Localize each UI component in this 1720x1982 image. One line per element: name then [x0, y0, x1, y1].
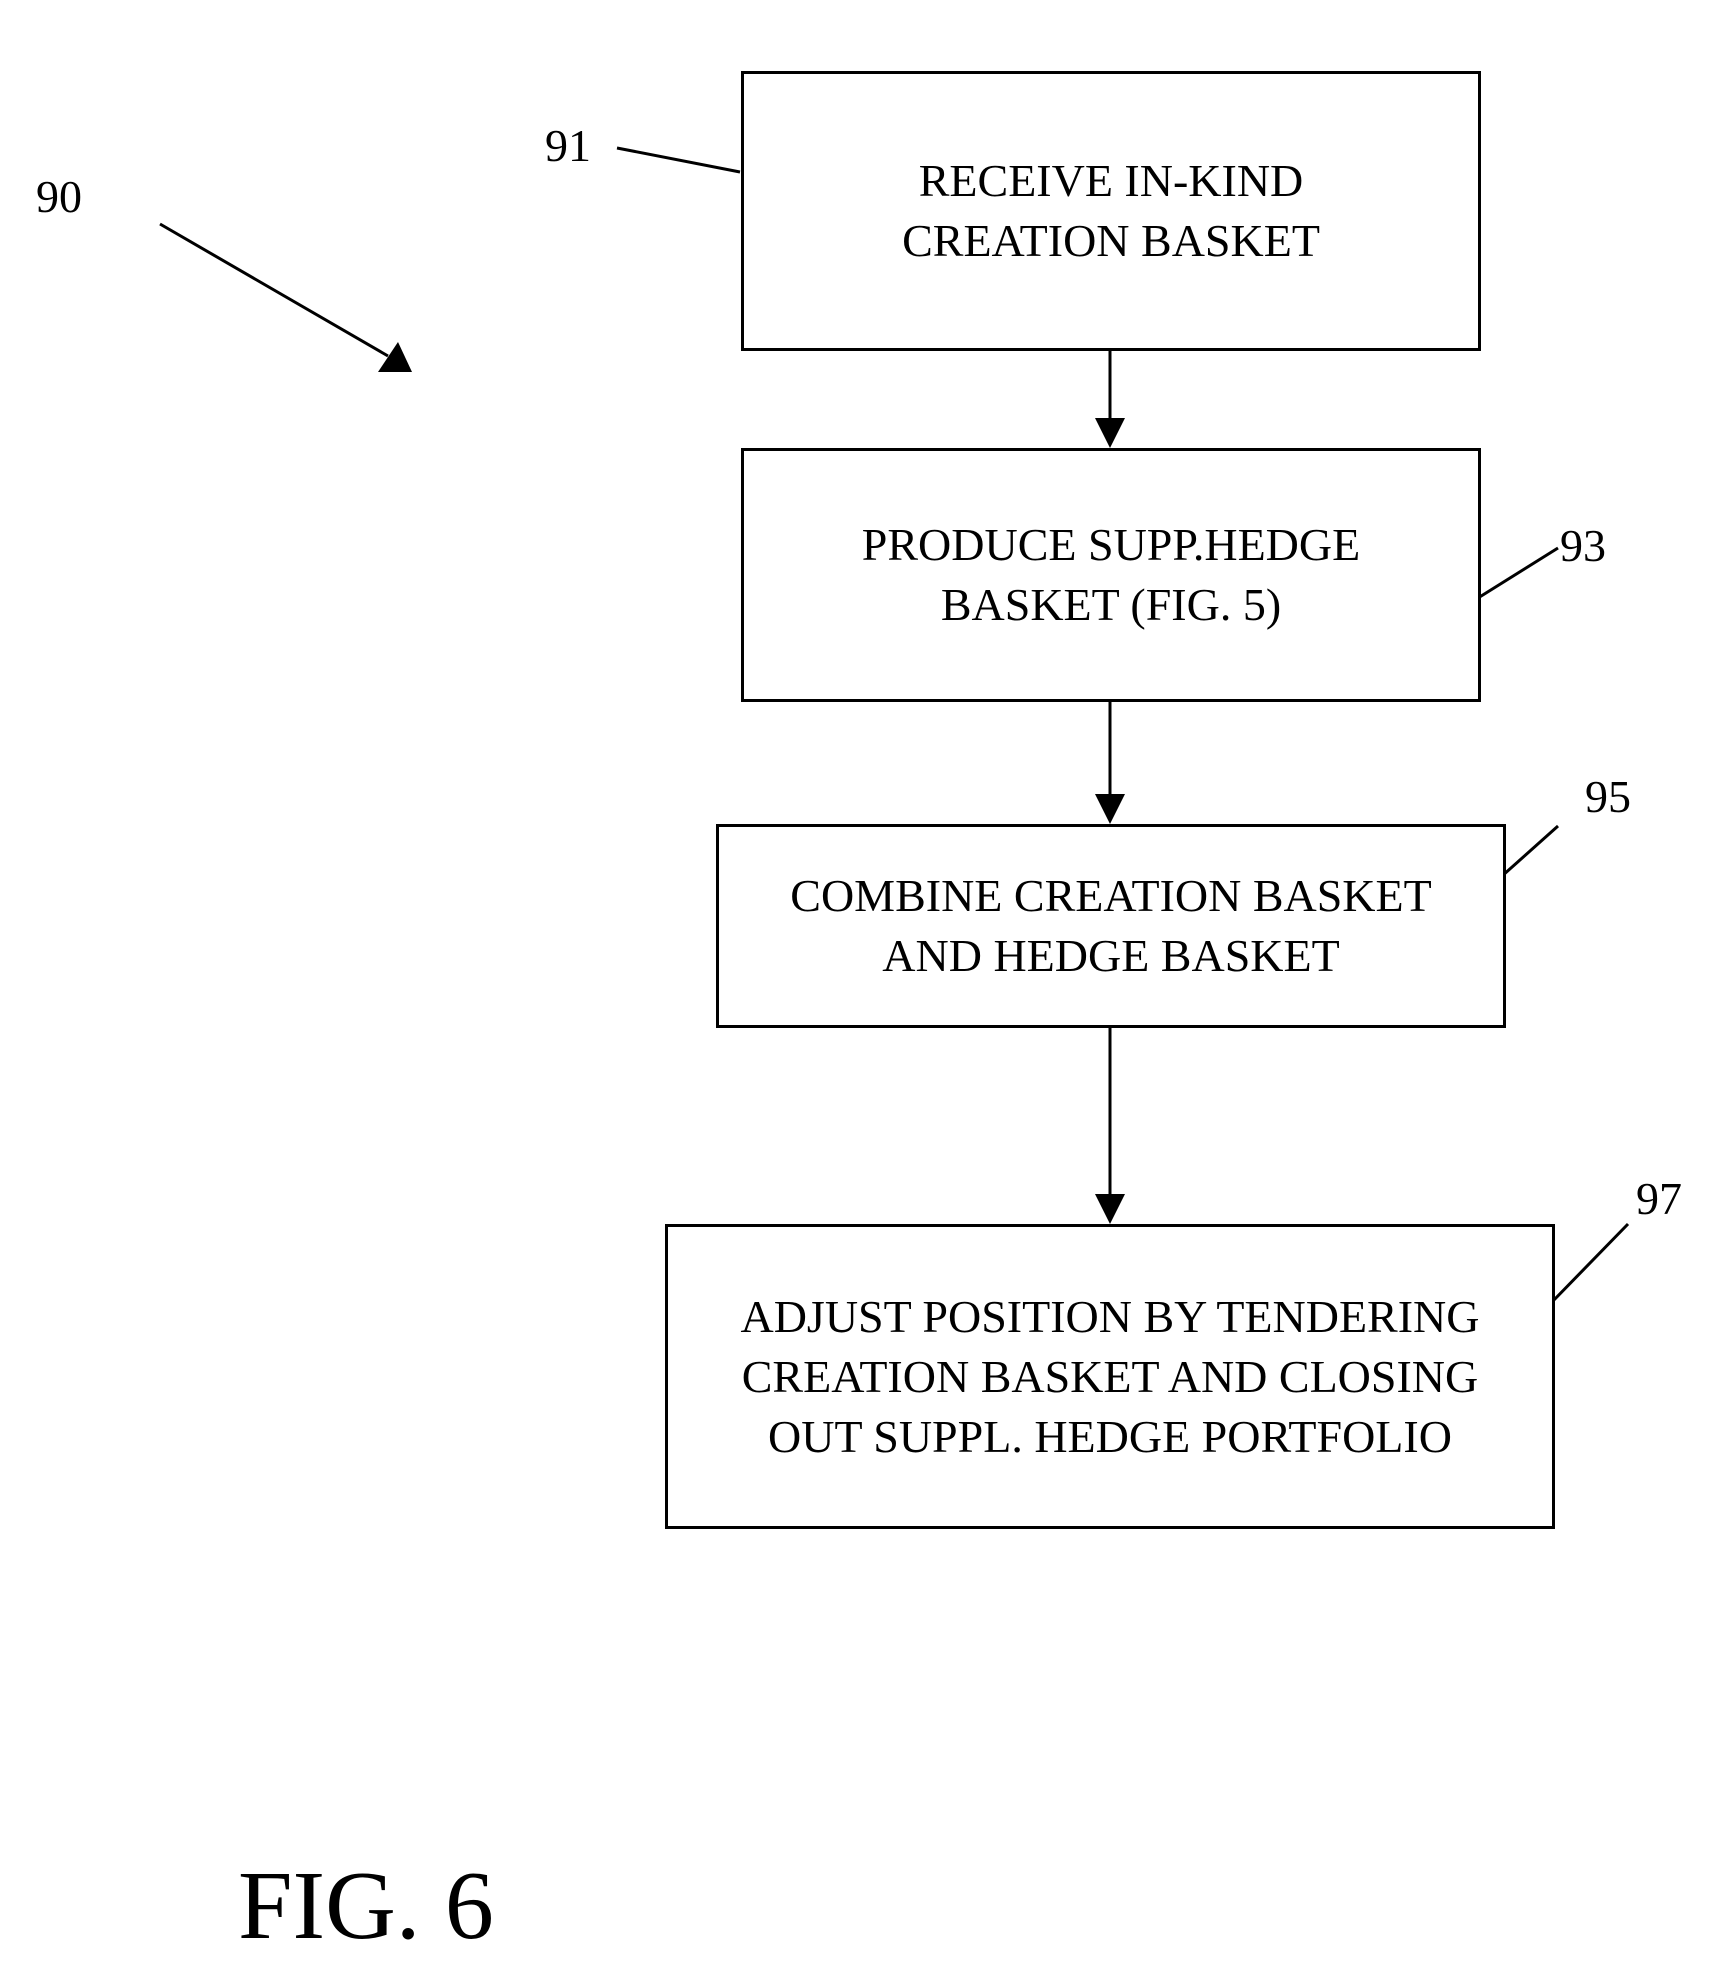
arrowhead-91-93 — [1095, 418, 1125, 448]
step-ref-label-97: 97 — [1636, 1174, 1682, 1224]
step-text-line: CREATION BASKET — [902, 211, 1320, 271]
step-text-line: AND HEDGE BASKET — [882, 926, 1339, 986]
step-box-91: RECEIVE IN-KIND CREATION BASKET — [741, 71, 1481, 351]
step-ref-label-91: 91 — [545, 121, 591, 171]
step-text-line: OUT SUPPL. HEDGE PORTFOLIO — [768, 1407, 1452, 1467]
step-text-line: CREATION BASKET AND CLOSING — [742, 1347, 1478, 1407]
step-box-97: ADJUST POSITION BY TENDERING CREATION BA… — [665, 1224, 1555, 1529]
leader-line-91 — [617, 148, 740, 172]
figure-reference-label: 90 — [36, 172, 82, 222]
leader-line-95 — [1502, 826, 1558, 876]
figure-pointer-arrowhead — [378, 342, 412, 372]
leader-line-93 — [1478, 548, 1558, 598]
figure-pointer-line — [160, 224, 388, 356]
step-ref-label-95: 95 — [1585, 772, 1631, 822]
step-text-line: RECEIVE IN-KIND — [919, 151, 1304, 211]
step-box-95: COMBINE CREATION BASKET AND HEDGE BASKET — [716, 824, 1506, 1028]
step-text-line: BASKET (FIG. 5) — [941, 575, 1281, 635]
arrowhead-95-97 — [1095, 1194, 1125, 1224]
step-ref-label-93: 93 — [1560, 521, 1606, 571]
arrowhead-93-95 — [1095, 794, 1125, 824]
step-text-line: ADJUST POSITION BY TENDERING — [740, 1287, 1479, 1347]
step-text-line: PRODUCE SUPP.HEDGE — [862, 515, 1360, 575]
step-text-line: COMBINE CREATION BASKET — [790, 866, 1431, 926]
leader-line-97 — [1552, 1224, 1628, 1302]
figure-caption: FIG. 6 — [238, 1856, 494, 1956]
step-box-93: PRODUCE SUPP.HEDGE BASKET (FIG. 5) — [741, 448, 1481, 702]
